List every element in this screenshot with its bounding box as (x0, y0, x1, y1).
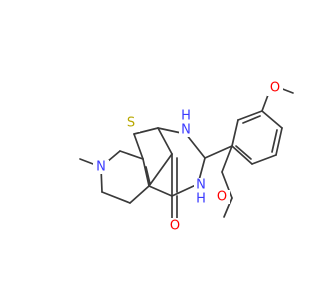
label-mask (214, 190, 230, 204)
bond (133, 133, 144, 160)
bond (145, 166, 151, 185)
bond (237, 110, 263, 121)
bond (261, 110, 283, 129)
bond (223, 197, 233, 218)
bond (235, 145, 252, 160)
hydrogen-amide-label: H (196, 192, 206, 207)
oxygen-methoxy-top-label: O (270, 81, 280, 96)
bond (231, 145, 253, 165)
label-mask (267, 82, 283, 96)
bond (261, 94, 269, 112)
bond (242, 115, 261, 124)
bond (142, 158, 150, 187)
nitrogen-amide-label: N (196, 178, 206, 193)
bond (119, 150, 144, 160)
bond (171, 183, 199, 197)
bond (221, 145, 233, 173)
oxygen-carbonyl-label: O (170, 219, 180, 234)
bond (101, 191, 131, 204)
bond (204, 145, 233, 159)
molecule-canvas: S N H N H N O O O (79, 80, 294, 234)
label-mask (167, 218, 183, 232)
nitrogen-ring-label: N (96, 160, 106, 175)
bond (185, 133, 206, 159)
bond (271, 129, 278, 153)
bond (231, 119, 239, 147)
label-mask (122, 114, 140, 132)
label-mask (179, 123, 193, 137)
atom-labels: S N H N H N O O O (93, 81, 283, 234)
nitrogen-aminal-label: N (181, 123, 191, 138)
bond (221, 171, 233, 199)
label-mask (93, 160, 109, 174)
label-mask (194, 178, 210, 192)
bond (157, 127, 173, 155)
bond (251, 154, 277, 165)
bond (148, 153, 173, 187)
bond (275, 127, 283, 156)
bonds (79, 87, 294, 221)
bond (133, 127, 159, 135)
molecule-structure: S N H N H N O O O (79, 81, 294, 234)
bond (129, 185, 150, 204)
hydrogen-aminal-label: H (181, 109, 191, 124)
oxygen-methoxy-bottom-label: O (217, 190, 227, 205)
bond (148, 185, 173, 197)
sulfur-atom-label: S (127, 116, 135, 131)
